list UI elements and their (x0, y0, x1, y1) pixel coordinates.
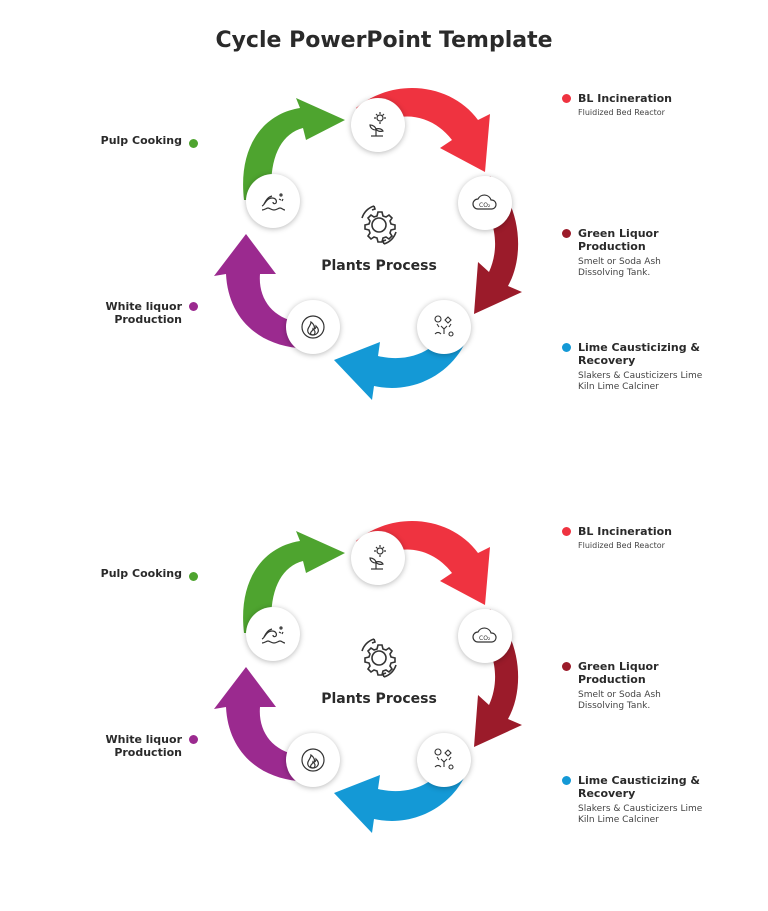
right-item-desc-line2: Dissolving Tank. (578, 268, 651, 278)
wave-icon (246, 607, 300, 661)
dot-red (562, 527, 571, 536)
right-item-heading: BL Incineration (578, 92, 672, 105)
svg-text:CO₂: CO₂ (479, 635, 491, 642)
right-item-heading-line2: Production (578, 240, 646, 253)
right-item-heading: BL Incineration (578, 525, 672, 538)
plant-sun-icon (351, 98, 405, 152)
right-item-heading-line1: Green Liquor (578, 660, 659, 673)
wave-icon (246, 174, 300, 228)
gear-cycle-icon (361, 205, 397, 245)
right-item-heading-line2: Recovery (578, 354, 636, 367)
dot-green (189, 572, 198, 581)
dot-blue (562, 343, 571, 352)
left-item-pulp-cooking: Pulp Cooking (80, 567, 182, 580)
right-item-desc-line2: Kiln Lime Calciner (578, 382, 659, 392)
dot-darkred (562, 662, 571, 671)
fire-icon (286, 733, 340, 787)
right-item-desc-line1: Slakers & Causticizers Lime (578, 804, 703, 814)
dot-blue (562, 776, 571, 785)
plant-sun-icon (351, 531, 405, 585)
dot-purple (189, 735, 198, 744)
right-item-green-liquor: Green Liquor Production Smelt or Soda As… (578, 660, 728, 712)
co2-cloud-icon: CO₂ (458, 609, 512, 663)
fire-icon (286, 300, 340, 354)
right-item-desc: Fluidized Bed Reactor (578, 108, 665, 117)
left-item-label-line2: Production (114, 313, 182, 326)
right-item-bl-incineration: BL Incineration Fluidized Bed Reactor (578, 92, 728, 118)
right-item-heading-line1: Lime Causticizing & (578, 341, 701, 354)
arrow-purple (214, 234, 298, 348)
left-item-label: Pulp Cooking (100, 567, 182, 580)
cycle-diagram-1: CO₂ Plants Process Pulp Cooking Wh (0, 78, 768, 478)
center-label: Plants Process (321, 258, 437, 274)
right-item-lime-causticizing: Lime Causticizing & Recovery Slakers & C… (578, 341, 728, 393)
right-item-heading-line1: Lime Causticizing & (578, 774, 701, 787)
arrow-purple (214, 667, 298, 781)
dot-green (189, 139, 198, 148)
right-item-desc-line1: Smelt or Soda Ash (578, 690, 661, 700)
page-title: Cycle PowerPoint Template (215, 28, 553, 53)
left-item-label-line1: White liquor (105, 300, 182, 313)
right-item-bl-incineration: BL Incineration Fluidized Bed Reactor (578, 525, 728, 551)
right-item-heading-line2: Production (578, 673, 646, 686)
right-item-heading-line2: Recovery (578, 787, 636, 800)
left-item-label-line2: Production (114, 746, 182, 759)
dot-purple (189, 302, 198, 311)
right-item-green-liquor: Green Liquor Production Smelt or Soda As… (578, 227, 728, 279)
left-item-label-line1: White liquor (105, 733, 182, 746)
right-item-desc-line2: Kiln Lime Calciner (578, 815, 659, 825)
co2-cloud-icon: CO₂ (458, 176, 512, 230)
left-item-white-liquor: White liquor Production (80, 300, 182, 326)
center-label: Plants Process (321, 691, 437, 707)
gear-cycle-icon (361, 638, 397, 678)
recycle-cycle-icon (417, 300, 471, 354)
left-item-white-liquor: White liquor Production (80, 733, 182, 759)
dot-darkred (562, 229, 571, 238)
dot-red (562, 94, 571, 103)
right-item-desc: Fluidized Bed Reactor (578, 541, 665, 550)
recycle-cycle-icon (417, 733, 471, 787)
cycle-diagram-2: CO₂ Plants Process Pulp Cooking White (0, 511, 768, 911)
right-item-heading-line1: Green Liquor (578, 227, 659, 240)
right-item-lime-causticizing: Lime Causticizing & Recovery Slakers & C… (578, 774, 728, 826)
left-item-pulp-cooking: Pulp Cooking (80, 134, 182, 147)
right-item-desc-line1: Smelt or Soda Ash (578, 257, 661, 267)
svg-text:CO₂: CO₂ (479, 202, 491, 209)
right-item-desc-line1: Slakers & Causticizers Lime (578, 371, 703, 381)
left-item-label: Pulp Cooking (100, 134, 182, 147)
right-item-desc-line2: Dissolving Tank. (578, 701, 651, 711)
